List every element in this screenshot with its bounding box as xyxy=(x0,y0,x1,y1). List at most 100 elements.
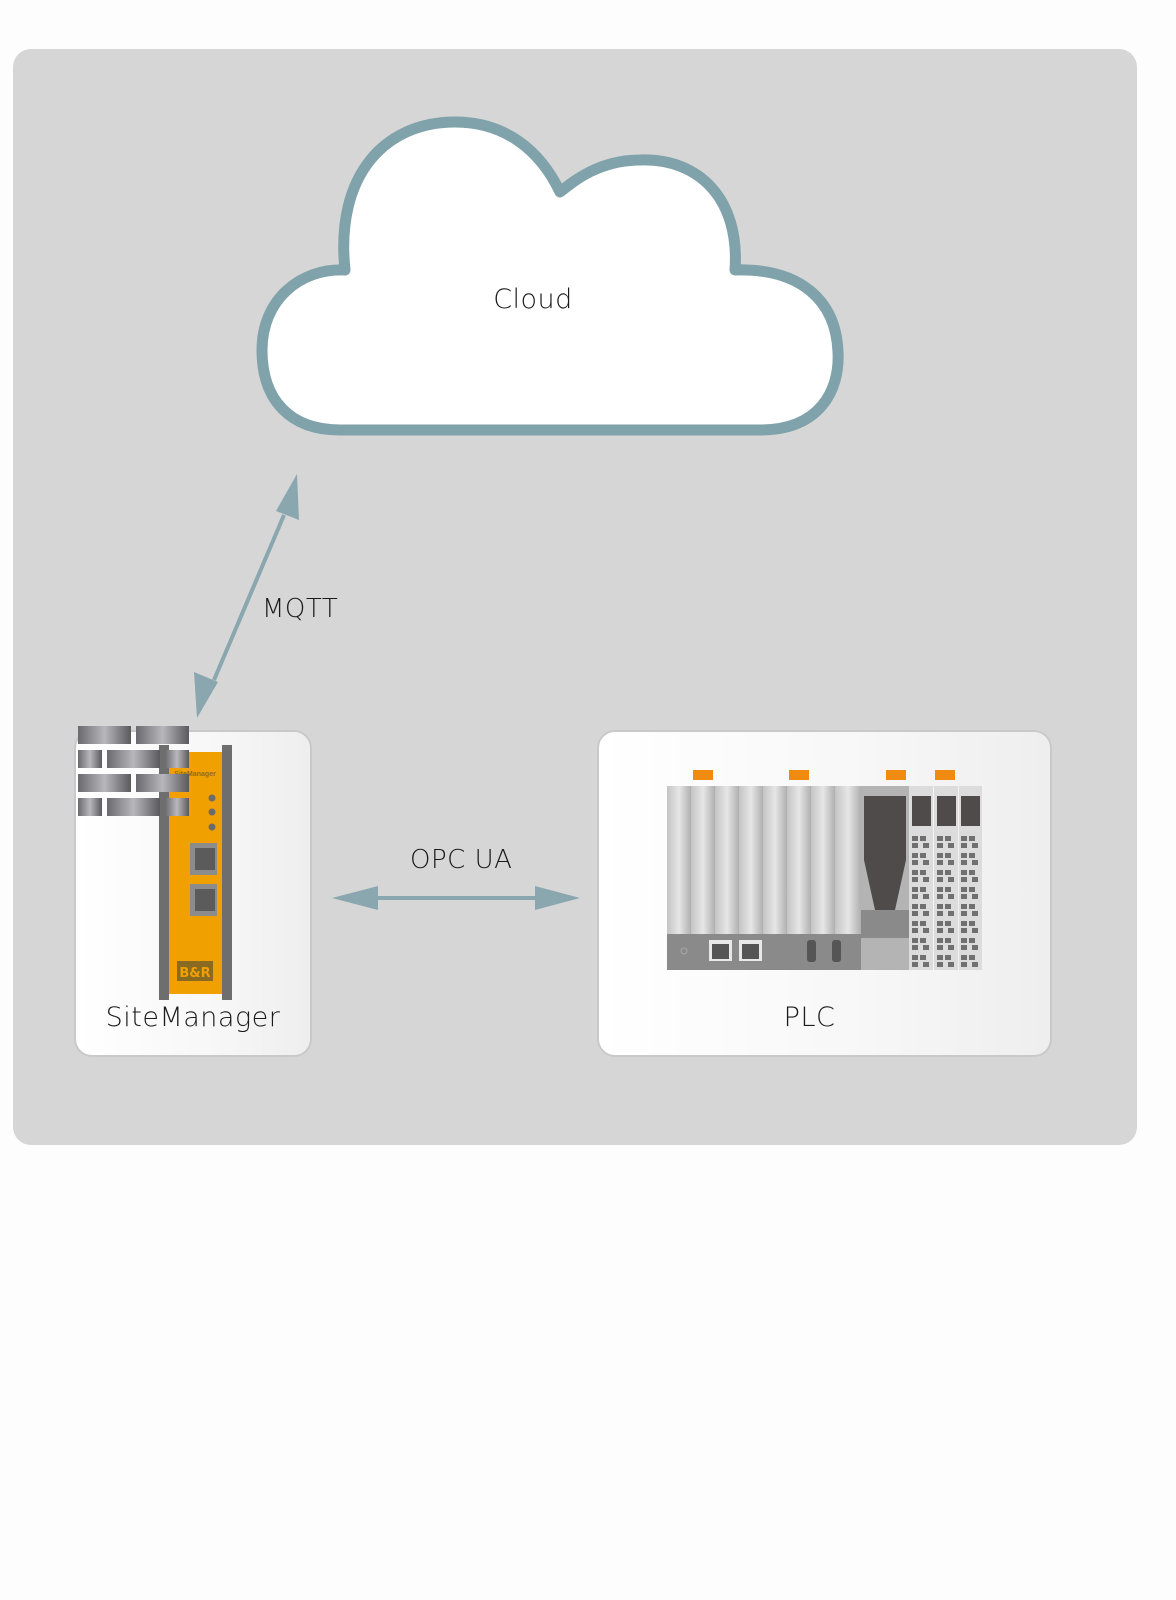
terminal-icon xyxy=(937,955,943,960)
terminal-icon xyxy=(945,870,951,875)
terminal-icon xyxy=(920,887,926,892)
terminal-icon xyxy=(937,921,943,926)
terminal-icon xyxy=(945,836,951,841)
terminal-icon xyxy=(972,877,978,882)
terminal-icon xyxy=(912,962,918,967)
mqtt-arrow xyxy=(194,474,299,718)
terminal-icon xyxy=(961,836,967,841)
device-print-text: SiteManager xyxy=(174,771,216,778)
terminal-icon xyxy=(961,928,967,933)
brand-logo-icon xyxy=(177,961,213,981)
terminal-icon xyxy=(972,894,978,899)
terminal-icon xyxy=(920,870,926,875)
terminal-icon xyxy=(972,928,978,933)
terminal-icon xyxy=(961,843,967,848)
led-icon xyxy=(208,794,216,802)
terminal-icon xyxy=(969,955,975,960)
terminal-icon xyxy=(948,894,954,899)
terminal-icon xyxy=(972,860,978,865)
terminal-icon xyxy=(912,904,918,909)
terminal-icon xyxy=(961,921,967,926)
firewall-icon xyxy=(78,726,189,816)
usb-port-icon xyxy=(807,940,816,962)
terminal-icon xyxy=(945,938,951,943)
terminal-icon xyxy=(912,887,918,892)
terminal-icon xyxy=(912,894,918,899)
terminal-icon xyxy=(920,836,926,841)
terminal-icon xyxy=(923,911,929,916)
terminal-icon xyxy=(961,894,967,899)
terminal-icon xyxy=(945,887,951,892)
terminal-icon xyxy=(923,962,929,967)
terminal-icon xyxy=(923,894,929,899)
terminal-icon xyxy=(912,853,918,858)
terminal-icon xyxy=(937,860,943,865)
terminal-icon xyxy=(948,945,954,950)
terminal-icon xyxy=(945,904,951,909)
terminal-icon xyxy=(948,928,954,933)
cloud-shape[interactable] xyxy=(256,116,844,436)
terminal-icon xyxy=(961,860,967,865)
terminal-icon xyxy=(969,921,975,926)
terminal-icon xyxy=(920,921,926,926)
led-icon xyxy=(208,823,216,831)
opcua-label: OPC UA xyxy=(410,845,513,875)
terminal-icon xyxy=(961,870,967,875)
terminal-icon xyxy=(945,921,951,926)
terminal-icon xyxy=(972,945,978,950)
terminal-icon xyxy=(912,938,918,943)
terminal-icon xyxy=(923,945,929,950)
terminal-icon xyxy=(961,904,967,909)
terminal-icon xyxy=(937,870,943,875)
terminal-icon xyxy=(912,911,918,916)
opcua-arrow xyxy=(332,886,580,910)
terminal-icon xyxy=(912,843,918,848)
terminal-icon xyxy=(972,911,978,916)
sitemanager-label: SiteManager xyxy=(105,1002,281,1033)
terminal-icon xyxy=(912,836,918,841)
terminal-icon xyxy=(961,945,967,950)
terminal-icon xyxy=(937,877,943,882)
mqtt-label: MQTT xyxy=(262,594,339,624)
terminal-icon xyxy=(972,962,978,967)
terminal-icon xyxy=(912,945,918,950)
terminal-icon xyxy=(912,877,918,882)
terminal-icon xyxy=(948,962,954,967)
terminal-icon xyxy=(937,904,943,909)
terminal-icon xyxy=(969,904,975,909)
cloud-label: Cloud xyxy=(493,284,573,315)
terminal-icon xyxy=(961,955,967,960)
terminal-icon xyxy=(961,877,967,882)
terminal-icon xyxy=(923,860,929,865)
terminal-icon xyxy=(920,938,926,943)
terminal-icon xyxy=(937,853,943,858)
terminal-icon xyxy=(920,955,926,960)
terminal-icon xyxy=(972,843,978,848)
terminal-icon xyxy=(969,870,975,875)
terminal-icon xyxy=(937,938,943,943)
terminal-icon xyxy=(912,860,918,865)
svg-text:B&R: B&R xyxy=(179,966,210,981)
terminal-icon xyxy=(937,843,943,848)
terminal-icon xyxy=(945,955,951,960)
terminal-icon xyxy=(937,836,943,841)
terminal-icon xyxy=(948,877,954,882)
terminal-icon xyxy=(923,928,929,933)
terminal-icon xyxy=(923,877,929,882)
terminal-icon xyxy=(912,928,918,933)
terminal-icon xyxy=(937,928,943,933)
terminal-icon xyxy=(912,921,918,926)
terminal-icon xyxy=(948,911,954,916)
terminal-icon xyxy=(937,887,943,892)
led-icon xyxy=(208,808,216,816)
terminal-icon xyxy=(948,843,954,848)
usb-port-icon xyxy=(832,940,841,962)
terminal-icon xyxy=(969,887,975,892)
terminal-icon xyxy=(937,962,943,967)
terminal-icon xyxy=(961,962,967,967)
terminal-icon xyxy=(937,911,943,916)
terminal-icon xyxy=(961,853,967,858)
